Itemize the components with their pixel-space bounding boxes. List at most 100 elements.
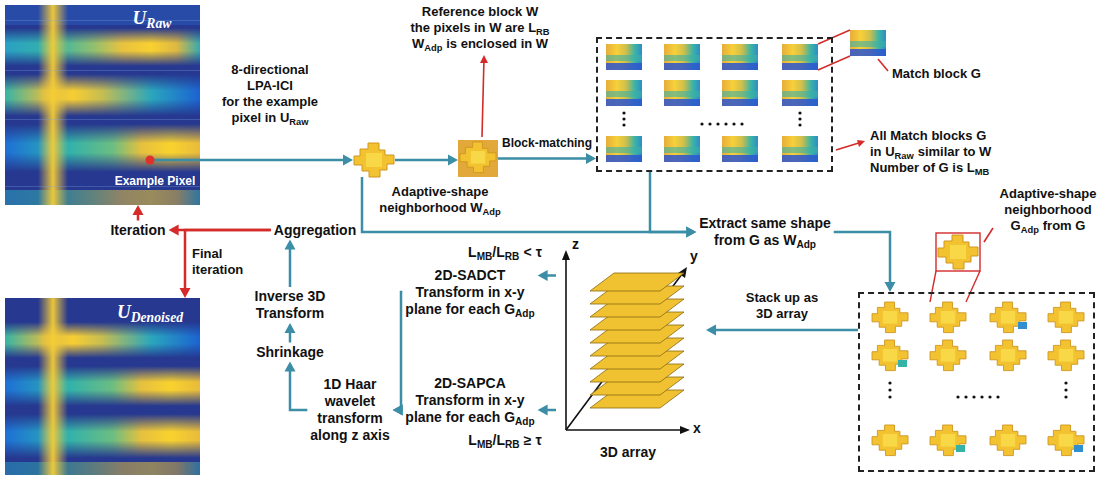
label-text: for the example <box>222 94 318 109</box>
connector <box>362 177 696 238</box>
node-text: wavelet <box>325 393 376 409</box>
connector-line <box>290 370 307 411</box>
caption-text: neighborhood W <box>379 200 482 215</box>
adaptive-blob <box>990 302 1026 333</box>
dot <box>740 122 743 125</box>
edge-label: Final iteration <box>190 246 256 278</box>
node-text: 2D-SADCT <box>435 267 506 283</box>
subscript: MB <box>477 439 493 450</box>
text-line: transform <box>310 410 389 427</box>
caption-text: similar to W <box>918 144 992 159</box>
subscript: Adp <box>796 239 816 250</box>
subscript: Adp <box>424 43 442 53</box>
arrowhead <box>393 405 403 416</box>
dot <box>888 381 891 384</box>
dot <box>732 122 735 125</box>
caption: UDenoised <box>117 301 183 323</box>
connector-line <box>200 159 345 162</box>
image-band <box>5 190 200 205</box>
connector <box>132 205 143 221</box>
text-line: Example Pixel <box>115 174 196 189</box>
text-line: pixel in URaw <box>222 110 318 126</box>
connector <box>393 405 403 416</box>
caption: URaw <box>133 7 172 29</box>
caption-text: G <box>1011 218 1021 233</box>
dot <box>700 122 703 125</box>
node-text: plane for each G <box>405 409 515 425</box>
arrowhead <box>284 240 295 250</box>
subscript: MB <box>477 251 493 262</box>
text-line: All Match blocks G <box>870 128 991 144</box>
subscript: RB <box>505 439 520 450</box>
image-noise <box>5 70 200 71</box>
text-line: neighborhood WAdp <box>379 200 500 216</box>
dot <box>988 395 991 398</box>
subscript: RB <box>505 251 520 262</box>
caption: 3D array <box>600 444 656 461</box>
process-text: Shrinkage <box>253 343 327 362</box>
node-text: plane for each G <box>405 301 515 317</box>
adaptive-blob <box>872 340 908 371</box>
image-fade <box>5 124 200 172</box>
arrowhead <box>343 155 353 166</box>
connector-line <box>185 230 271 290</box>
axis-label: y <box>690 248 698 265</box>
connector-line <box>650 172 688 232</box>
axis-head <box>562 250 570 260</box>
connector <box>498 153 596 164</box>
image-band <box>5 74 200 116</box>
label-text: L <box>468 244 477 260</box>
arrowhead <box>180 288 191 298</box>
subscript: RB <box>536 27 550 37</box>
match-thumbnail <box>606 136 642 162</box>
image-fade <box>5 28 200 66</box>
image-ground <box>5 298 200 475</box>
text-line: y <box>690 248 698 265</box>
arrowhead <box>706 325 716 336</box>
text-line: Adaptive-shape <box>1000 186 1097 202</box>
subscript: MB <box>975 167 990 177</box>
highlight-outline <box>936 233 980 271</box>
axis-head <box>680 426 690 434</box>
axis-label: z <box>572 236 579 253</box>
image-panel: UDenoised <box>5 298 200 475</box>
process-text: 2D-SAPCATransform in x-yplane for each G… <box>402 374 537 427</box>
callout-label: Match block G <box>892 66 981 82</box>
leader-line <box>878 59 888 71</box>
text-line: Match block G <box>892 66 981 82</box>
text-line: z <box>572 236 579 253</box>
match-thumbnail <box>664 80 700 106</box>
image-fade <box>5 414 200 458</box>
text-line: along z axis <box>310 427 389 444</box>
arrowhead <box>538 405 548 416</box>
image-band <box>5 462 200 475</box>
arrowhead <box>686 227 696 238</box>
node-text: from G as W <box>714 232 796 248</box>
adaptive-blob <box>930 340 966 371</box>
pixel-line <box>154 159 200 162</box>
blob-bit <box>956 445 965 452</box>
image-band <box>5 124 200 172</box>
ellipsis-dots <box>622 111 801 126</box>
adaptive-blob <box>1048 425 1084 456</box>
subscript: Adp <box>515 416 535 427</box>
node-text: Transform <box>256 305 324 321</box>
image-fade <box>5 366 200 406</box>
node-text: along z axis <box>310 427 389 443</box>
leader-line <box>966 271 980 302</box>
text-line: Inverse 3D <box>255 288 326 305</box>
arrowhead <box>538 270 548 281</box>
match-block-group: All Match blocks Gin URawsimilar to WNum… <box>596 37 833 172</box>
adaptive-blob <box>1048 302 1084 333</box>
dot <box>622 117 625 120</box>
caption-text: 3D array <box>600 444 656 460</box>
reference-block: Reference block Wthe pixels in W are LRB… <box>458 140 498 177</box>
text-line: 8-directional <box>222 62 318 78</box>
connector <box>284 323 295 343</box>
caption-text: from G <box>1043 218 1086 233</box>
ellipsis-dots <box>888 381 1067 398</box>
node-text: Iteration <box>110 222 165 238</box>
text-line: Reference block W <box>410 4 549 20</box>
leader-line <box>984 228 993 242</box>
